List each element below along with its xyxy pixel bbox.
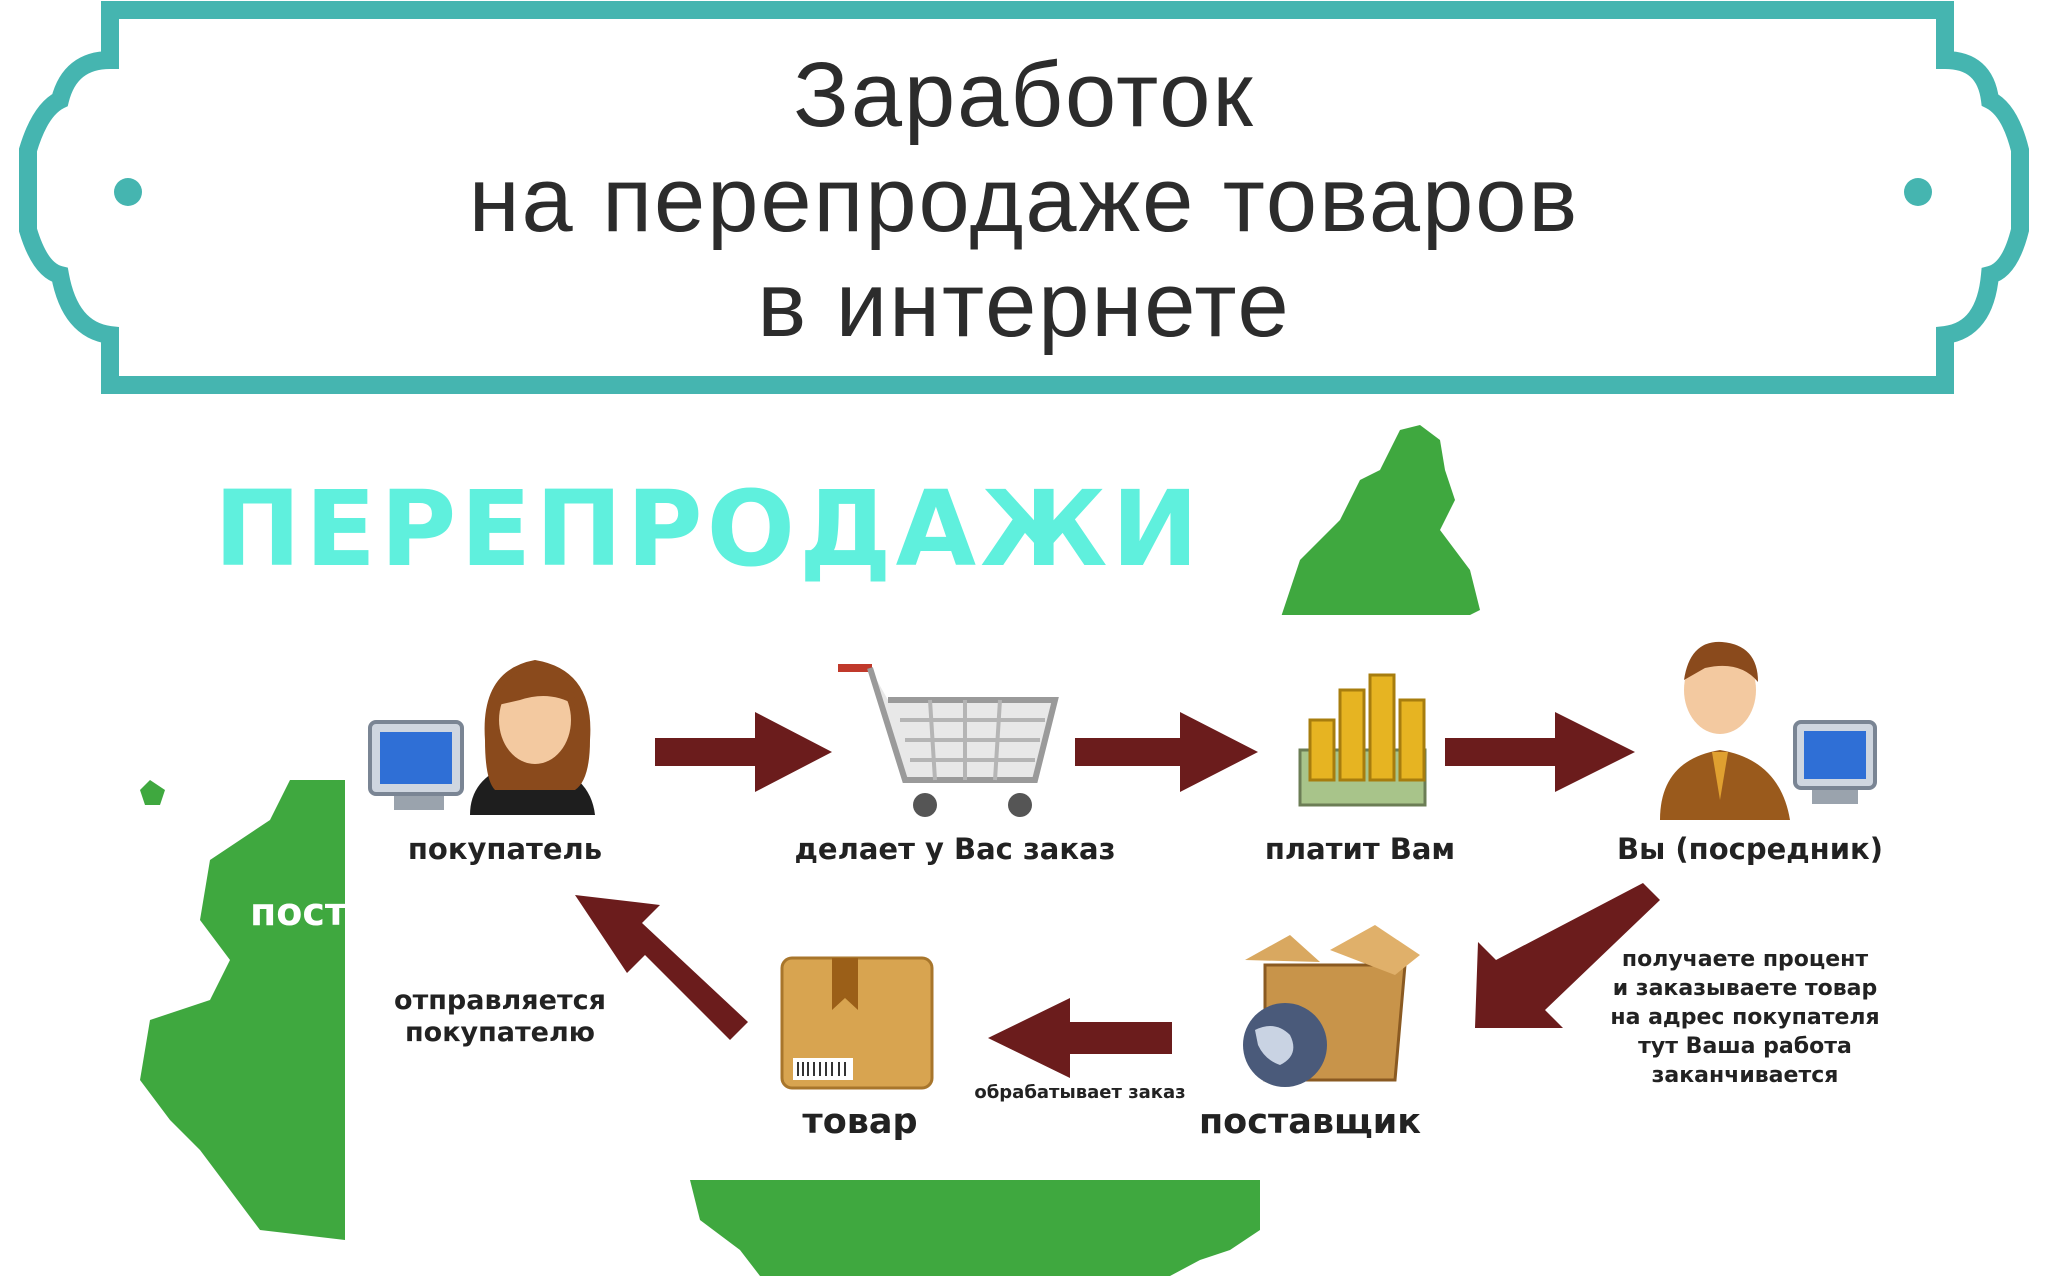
woman-at-computer-icon — [368, 660, 595, 815]
arrow-supplier-to-goods — [988, 998, 1172, 1078]
ships-note: отправляется покупателю — [380, 985, 620, 1049]
map-top-right — [1280, 425, 1480, 640]
order-label: делает у Вас заказ — [794, 832, 1116, 866]
supplier-note-line-3: на адрес покупателя — [1610, 1005, 1880, 1030]
goods-label: товар — [802, 1102, 918, 1142]
title-line-3: в интернете — [757, 254, 1291, 356]
supplier-label: поставщик — [1199, 1102, 1421, 1142]
you-label: Вы (посредник) — [1617, 832, 1883, 866]
globe-box-icon — [1243, 925, 1420, 1087]
map-background — [140, 425, 1480, 1276]
flow-arrows — [575, 712, 1660, 1078]
title-line-2: на перепродаже товаров — [468, 149, 1580, 251]
arrow-buyer-to-order — [655, 712, 832, 792]
shopping-cart-icon — [838, 664, 1059, 817]
title-frame — [19, 1, 2029, 394]
frame-dot-left — [114, 178, 142, 206]
supplier-note-line-1: получаете процент — [1621, 947, 1869, 972]
man-at-computer-icon — [1660, 641, 1877, 820]
processes-note: обрабатывает заказ — [974, 1082, 1186, 1103]
frame-dot-right — [1904, 178, 1932, 206]
supplier-note-line-5: заканчивается — [1651, 1063, 1839, 1088]
arrow-you-to-supplier — [1475, 883, 1660, 1028]
supplier-note: получаете процент и заказываете товар на… — [1580, 945, 1910, 1090]
buyer-label: покупатель — [407, 832, 603, 866]
supplier-note-line-2: и заказываете товар — [1612, 976, 1878, 1001]
map-fragment-text: пост — [250, 890, 347, 934]
map-left-islet — [140, 780, 165, 805]
arrow-order-to-pay — [1075, 712, 1258, 792]
arrow-goods-to-buyer — [575, 895, 748, 1040]
coins-stack-icon — [1298, 673, 1427, 807]
package-box-icon — [780, 956, 934, 1090]
arrow-pay-to-you — [1445, 712, 1635, 792]
supplier-note-line-4: тут Ваша работа — [1638, 1034, 1852, 1059]
map-left — [140, 780, 345, 1240]
ships-note-line-1: отправляется — [394, 985, 606, 1016]
section-heading: ПЕРЕПРОДАЖИ — [214, 468, 1203, 590]
ships-note-line-2: покупателю — [405, 1017, 595, 1048]
map-bottom — [690, 1180, 1260, 1276]
title-line-1: Заработок — [793, 44, 1255, 146]
pay-label: платит Вам — [1264, 832, 1456, 866]
diagram-panel — [345, 615, 1945, 1180]
